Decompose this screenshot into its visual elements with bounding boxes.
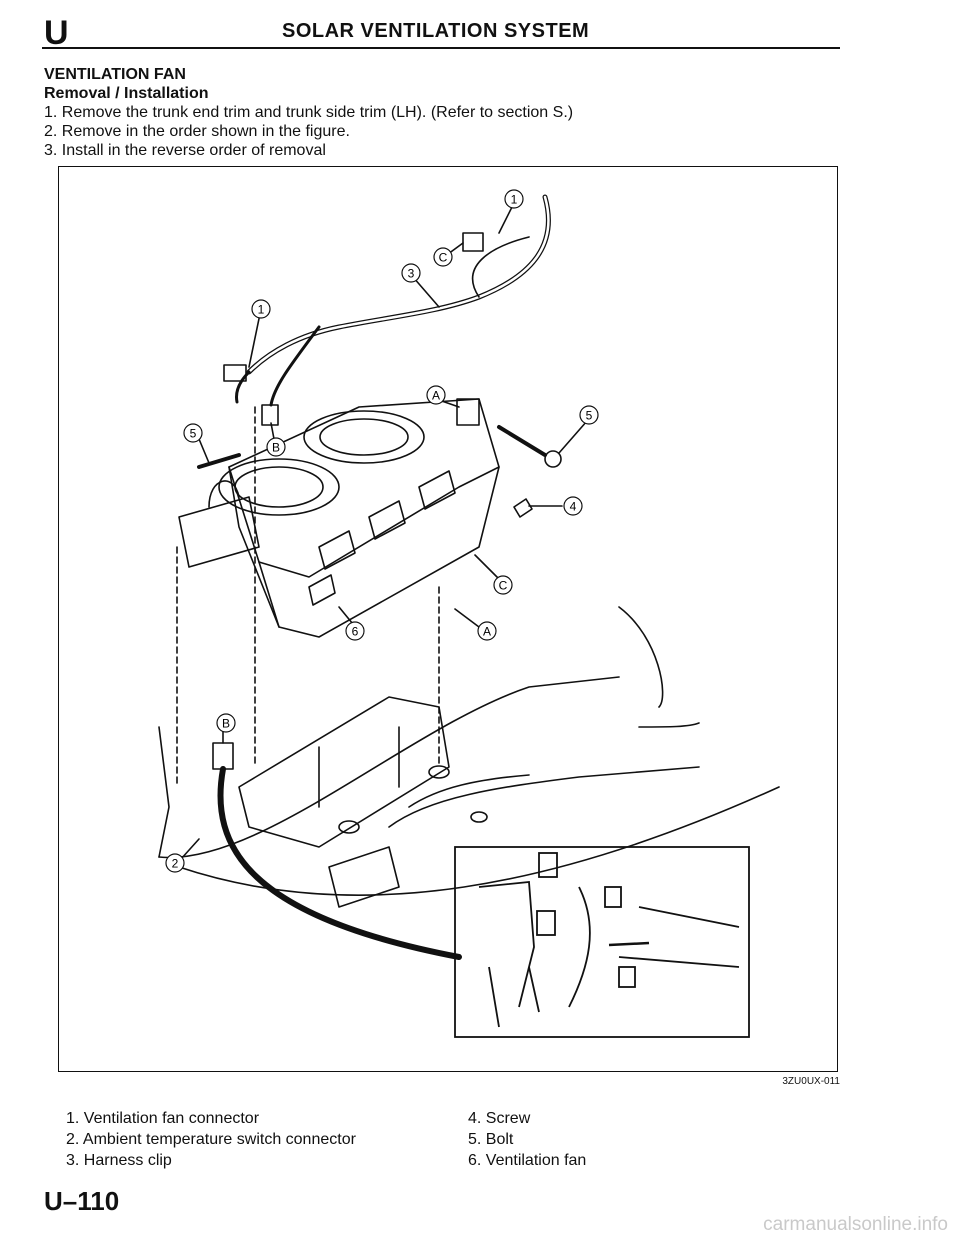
callout-b-top: B	[266, 437, 286, 457]
callout-label: B	[222, 717, 230, 731]
legend-item: 5. Bolt	[468, 1131, 514, 1148]
legend-item: 3. Harness clip	[66, 1152, 172, 1169]
step-1: 1. Remove the trunk end trim and trunk s…	[44, 104, 574, 121]
section-letter: U	[44, 14, 69, 52]
callout-label: A	[483, 625, 491, 639]
callout-6: 6	[345, 621, 365, 641]
figure-code: 3ZU0UX-011	[782, 1076, 840, 1087]
legend-item: 6. Ventilation fan	[468, 1152, 587, 1169]
callout-a-top: A	[426, 385, 446, 405]
callout-label: 3	[408, 267, 415, 281]
callout-3: 3	[401, 263, 421, 283]
legend-item: 4. Screw	[468, 1110, 531, 1127]
callout-label: B	[272, 441, 280, 455]
diagram-drawing: 1 C 3 1 A 5 5 B 4 C A 6 B 2	[158, 189, 780, 1038]
callout-5-right: 5	[579, 405, 599, 425]
callout-markers: 1 C 3 1 A 5 5 B 4 C A 6 B 2	[165, 189, 599, 873]
callout-label: C	[439, 251, 448, 265]
callout-1-left: 1	[251, 299, 271, 319]
exploded-diagram: 1 C 3 1 A 5 5 B 4 C A 6 B 2	[58, 166, 838, 1072]
callout-label: 2	[172, 857, 179, 871]
callout-5-left: 5	[183, 423, 203, 443]
callout-label: C	[499, 579, 508, 593]
callout-a-bottom: A	[477, 621, 497, 641]
callout-c-bottom: C	[493, 575, 513, 595]
page-number: U–110	[44, 1186, 120, 1216]
callout-label: 1	[258, 303, 265, 317]
callout-label: A	[432, 389, 440, 403]
section-heading: VENTILATION FAN	[44, 66, 186, 83]
callout-b-bottom: B	[216, 713, 236, 733]
callout-label: 5	[190, 427, 197, 441]
legend-right: 4. Screw 5. Bolt 6. Ventilation fan	[468, 1108, 586, 1171]
step-3: 3. Install in the reverse order of remov…	[44, 142, 326, 159]
header-rule	[42, 47, 840, 49]
legend-item: 2. Ambient temperature switch connector	[66, 1131, 356, 1148]
callout-label: 4	[570, 500, 577, 514]
legend-left: 1. Ventilation fan connector 2. Ambient …	[66, 1108, 356, 1171]
watermark: carmanualsonline.info	[763, 1214, 948, 1235]
callout-2: 2	[165, 853, 185, 873]
callout-1-top: 1	[504, 189, 524, 209]
section-subheading: Removal / Installation	[44, 85, 209, 102]
legend-item: 1. Ventilation fan connector	[66, 1110, 260, 1127]
page-title: SOLAR VENTILATION SYSTEM	[282, 20, 590, 42]
callout-label: 5	[586, 409, 593, 423]
callout-label: 1	[511, 193, 518, 207]
callout-label: 6	[352, 625, 359, 639]
callout-4: 4	[563, 496, 583, 516]
step-2: 2. Remove in the order shown in the figu…	[44, 123, 350, 140]
callout-c-top: C	[433, 247, 453, 267]
